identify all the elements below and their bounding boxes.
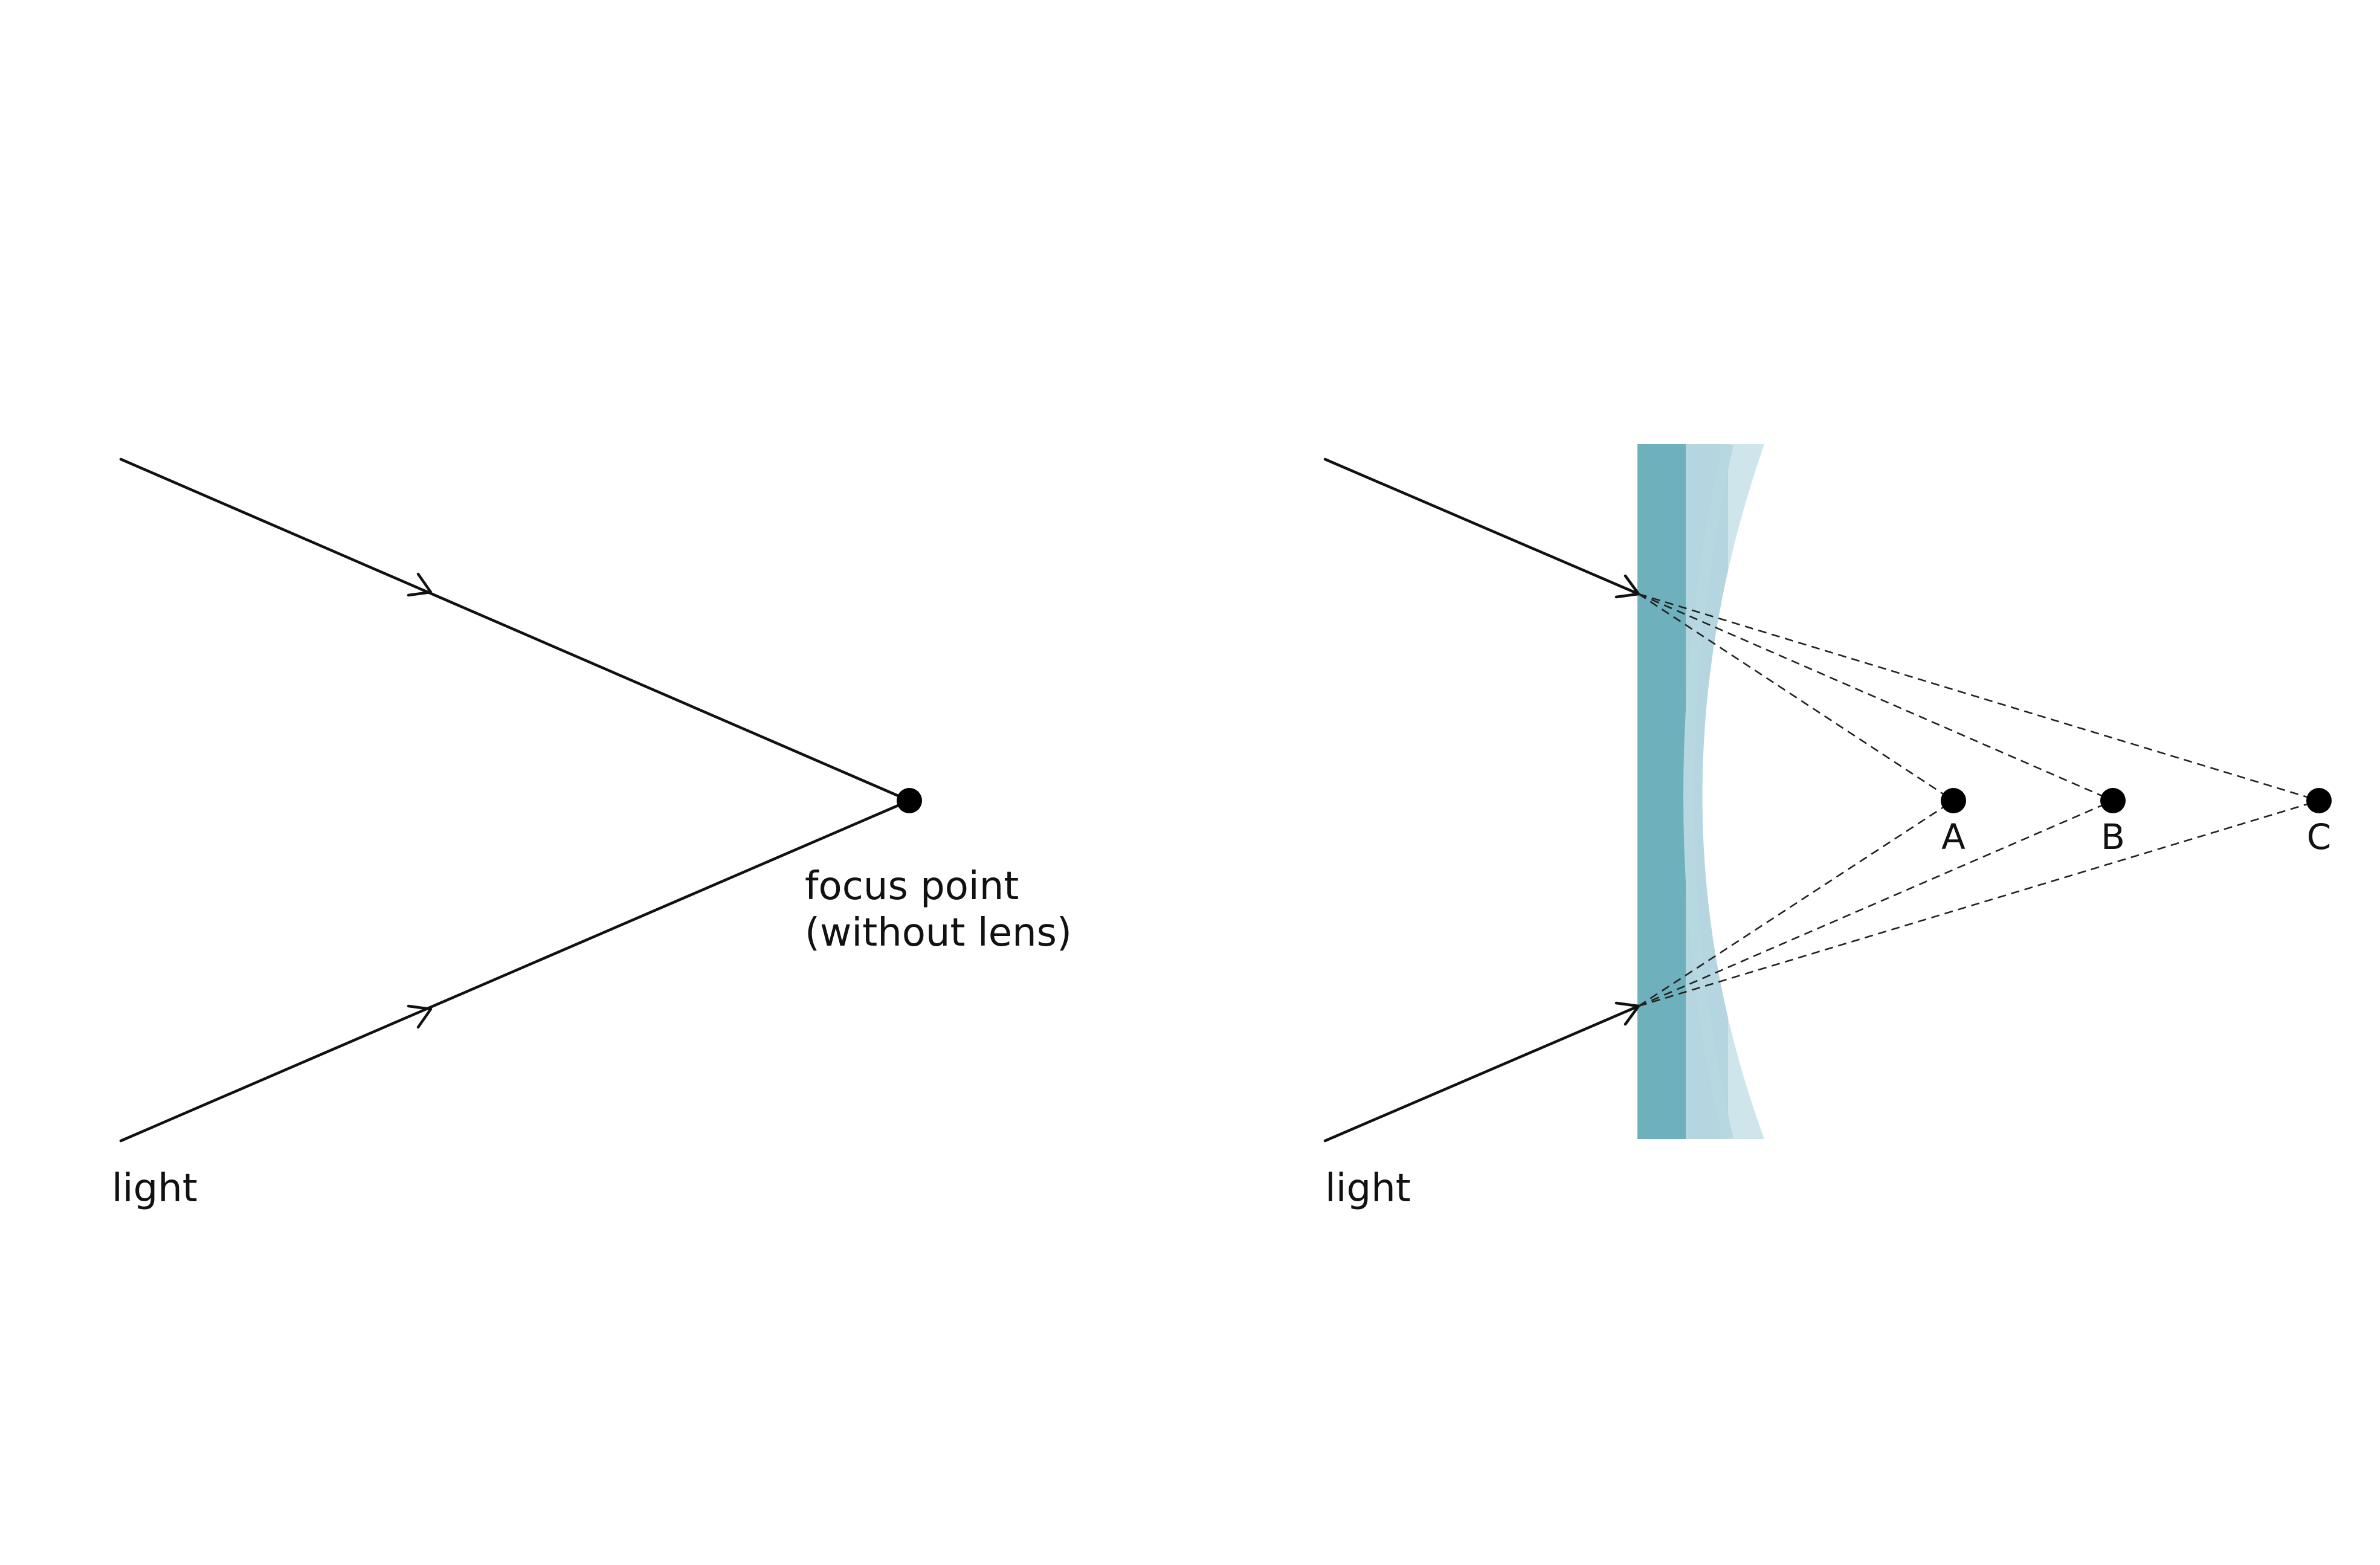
focus-point-dot xyxy=(897,788,922,813)
right-panel: A B C light xyxy=(1323,444,2332,1211)
point-b-label: B xyxy=(2101,816,2125,857)
point-b-dot xyxy=(2100,788,2126,813)
lens-dark-band xyxy=(1637,444,1686,1139)
lower-light-ray xyxy=(119,799,911,1143)
refracted-paths xyxy=(1638,593,2320,1007)
lens-inner-curve xyxy=(1683,444,1733,1139)
focus-point-label: focus point xyxy=(805,864,1019,909)
point-a-dot xyxy=(1941,788,1966,813)
light-label: light xyxy=(1325,1166,1411,1211)
upper-light-ray xyxy=(1323,457,1640,596)
lower-ray-arrowhead xyxy=(407,1004,433,1029)
dashed-upper-to-b xyxy=(1638,593,2114,802)
dashed-upper-to-c xyxy=(1638,593,2320,802)
dashed-lower-to-c xyxy=(1638,799,2320,1007)
left-panel: focus point (without lens) light xyxy=(112,457,1072,1211)
concave-lens xyxy=(1637,444,1764,1139)
point-c-dot xyxy=(2306,788,2332,813)
light-label: light xyxy=(112,1166,198,1211)
focus-point-label-sub: (without lens) xyxy=(805,911,1072,955)
dashed-lower-to-a xyxy=(1638,799,1954,1007)
dashed-upper-to-a xyxy=(1638,593,1954,802)
dashed-lower-to-b xyxy=(1638,799,2114,1007)
lower-light-ray xyxy=(1323,1004,1640,1143)
point-a-label: A xyxy=(1941,816,1966,857)
upper-light-ray xyxy=(119,457,911,802)
point-c-label: C xyxy=(2307,816,2332,857)
upper-ray-arrowhead xyxy=(407,572,433,597)
